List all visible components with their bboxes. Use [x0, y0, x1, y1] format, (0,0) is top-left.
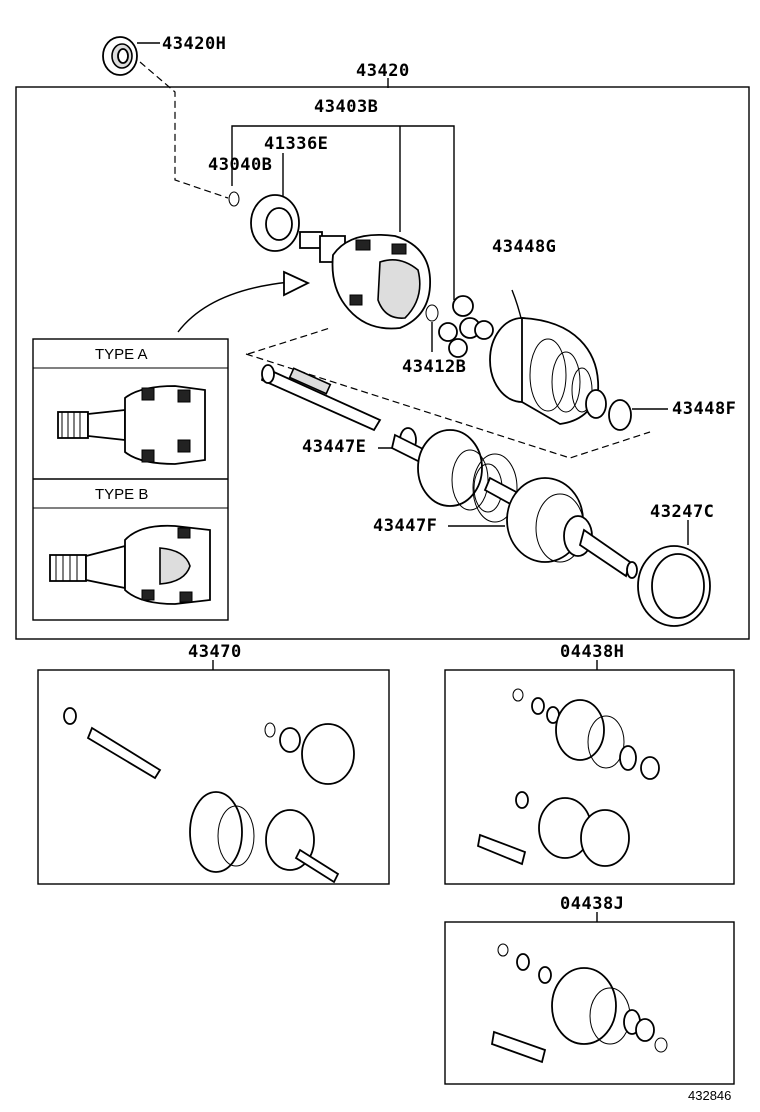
leader-43420H-dashed: [139, 61, 229, 199]
drive-shaft-bar[interactable]: [260, 364, 382, 432]
label-43448F: 43448F: [672, 399, 736, 419]
oil-seal-43420H[interactable]: [102, 36, 138, 76]
label-43447F: 43447F: [373, 516, 437, 536]
type-pointer-arrowhead: [283, 270, 311, 297]
circlip-43412B[interactable]: [425, 304, 439, 322]
label-type-b: TYPE B: [95, 486, 148, 503]
label-43420H: 43420H: [162, 34, 226, 54]
kit-43470-illustration[interactable]: [63, 707, 355, 884]
type-pointer-arrow: [177, 281, 291, 333]
assembly-43420-frame: [15, 86, 750, 640]
tripod-joint[interactable]: [438, 295, 494, 358]
label-43420: 43420: [356, 61, 410, 81]
oil-seal-43247C[interactable]: [637, 545, 711, 627]
label-04438H: 04438H: [560, 642, 624, 662]
label-type-a: TYPE A: [95, 346, 148, 363]
label-43448G: 43448G: [492, 237, 556, 257]
kit-43470-frame: [37, 669, 390, 885]
bracket-43403B: [231, 125, 455, 300]
label-43403B: 43403B: [314, 97, 378, 117]
label-43040B: 43040B: [208, 155, 272, 175]
assembly-dashed-outline: [245, 327, 651, 459]
kit-04438J-illustration[interactable]: [490, 943, 668, 1064]
figure-number: 432846: [688, 1088, 731, 1103]
kit-04438H-frame: [444, 669, 735, 885]
label-43470: 43470: [188, 642, 242, 662]
snap-ring-43040B[interactable]: [228, 191, 240, 207]
dust-deflector-41336E[interactable]: [250, 194, 300, 252]
label-04438J: 04438J: [560, 894, 624, 914]
label-43412B: 43412B: [402, 357, 466, 377]
label-43447E: 43447E: [302, 437, 366, 457]
boot-clamp-43448F[interactable]: [608, 399, 632, 431]
type-b-housing-illustration: [49, 524, 211, 605]
label-43247C: 43247C: [650, 502, 714, 522]
kit-04438J-frame: [444, 921, 735, 1085]
inner-boot-43448G[interactable]: [489, 317, 607, 425]
kit-04438H-illustration[interactable]: [476, 688, 660, 867]
outer-housing-43403B[interactable]: [299, 231, 431, 330]
label-41336E: 41336E: [264, 134, 328, 154]
type-a-housing-illustration: [57, 385, 206, 465]
outboard-boot-assembly[interactable]: [390, 429, 638, 579]
